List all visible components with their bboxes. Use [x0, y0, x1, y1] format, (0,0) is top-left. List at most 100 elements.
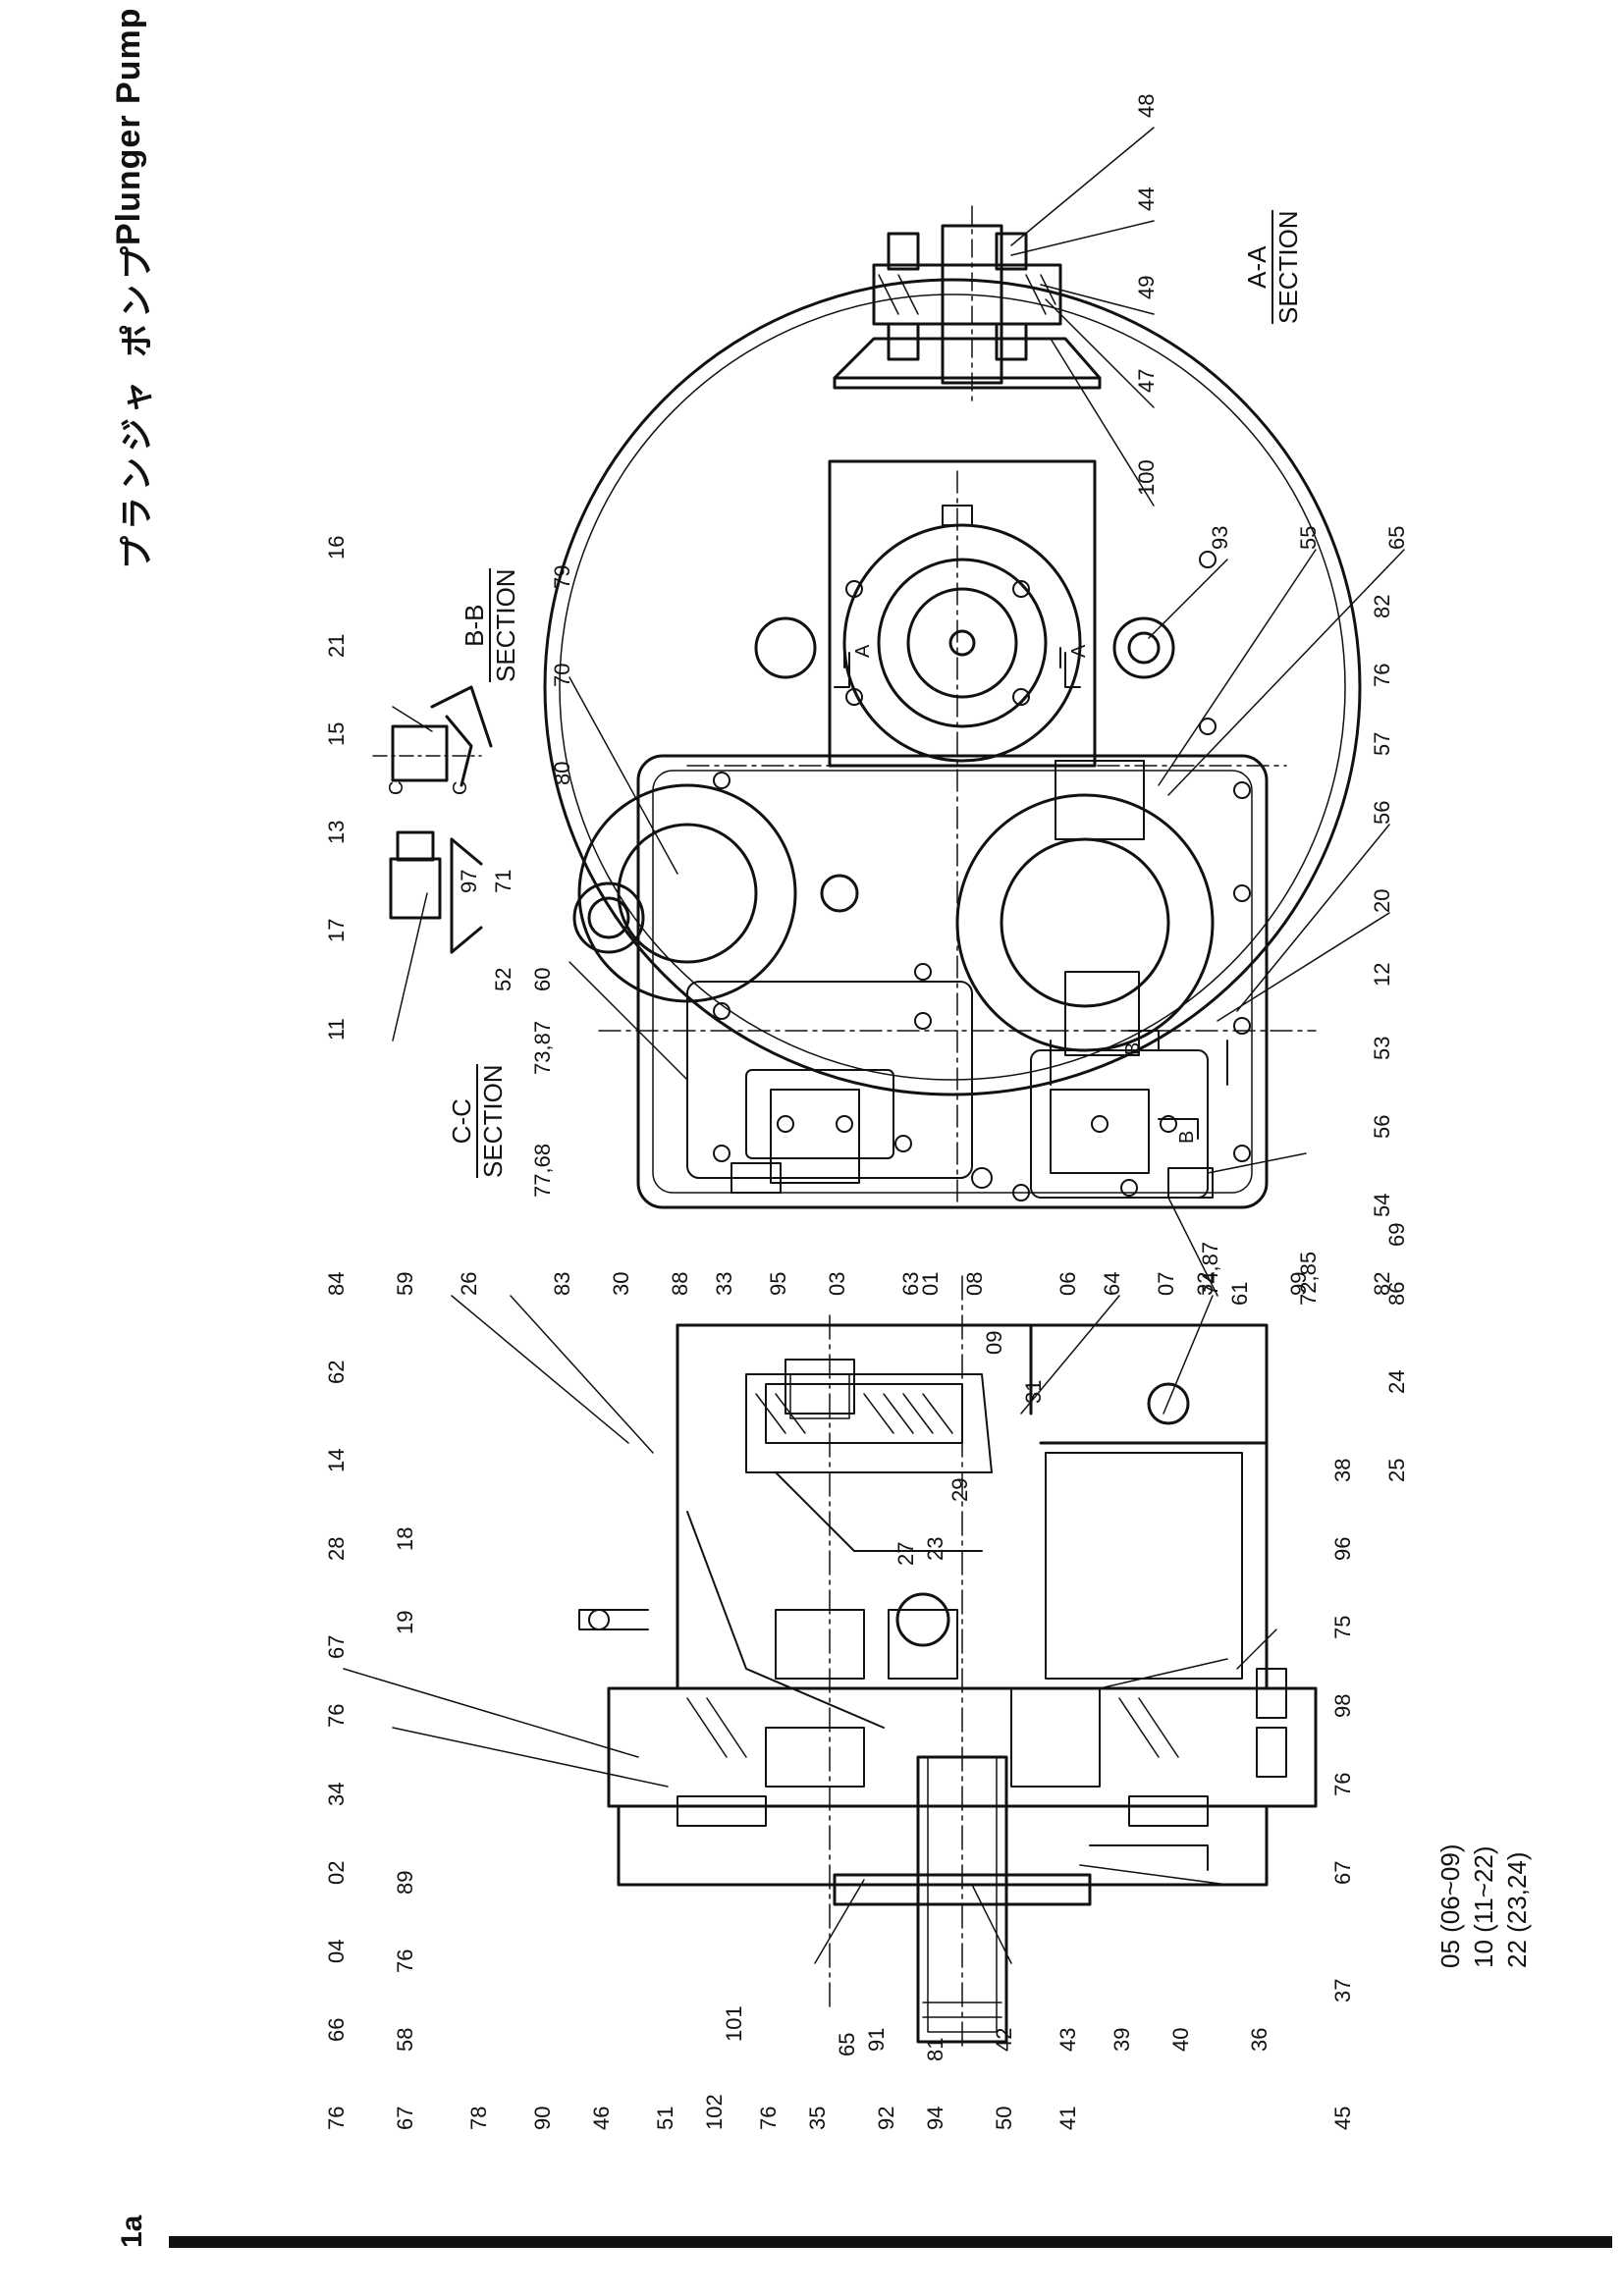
callout: 86	[1384, 1282, 1409, 1306]
callout: 60	[530, 968, 555, 991]
callout: 95	[766, 1272, 790, 1296]
callout: 75	[1330, 1616, 1355, 1639]
callout: 101	[722, 2005, 746, 2042]
callout: 06	[1055, 1272, 1080, 1296]
page-bottom-rule	[169, 2236, 1612, 2248]
callout: 56	[1370, 801, 1394, 825]
callout-labels: 48 44 49 47 100 11 17 13 15 21 16 84 59 …	[324, 94, 1409, 2130]
callout: 91	[864, 2028, 889, 2052]
callout: 82	[1370, 1272, 1394, 1296]
callout: 94	[923, 2107, 947, 2130]
callout: 27	[893, 1542, 918, 1566]
callout: 04	[324, 1940, 349, 1963]
callout: 93	[1208, 526, 1232, 550]
callout: 45	[1330, 2107, 1355, 2130]
main-section-view	[578, 1275, 1318, 2053]
callout: 51	[653, 2107, 677, 2130]
callout: 25	[1384, 1459, 1409, 1482]
callout: 17	[324, 919, 349, 942]
callout: 57	[1370, 732, 1394, 756]
callout: 20	[1370, 889, 1394, 913]
callout: 54	[1370, 1194, 1394, 1217]
callout: 98	[1330, 1694, 1355, 1718]
callout: 33	[712, 1272, 736, 1296]
callout: 67	[393, 2107, 417, 2130]
callout: 07	[1154, 1272, 1178, 1296]
callout: 58	[393, 2028, 417, 2052]
callout: 41	[1055, 2107, 1080, 2130]
callout: 03	[825, 1272, 849, 1296]
callout: 32	[1193, 1272, 1217, 1296]
callout: 55	[1296, 526, 1321, 550]
callout: 38	[1330, 1459, 1355, 1482]
callout: 48	[1134, 94, 1159, 118]
callout: 83	[550, 1272, 574, 1296]
callout: 88	[668, 1272, 692, 1296]
callout: 11	[324, 1018, 349, 1041]
callout: 08	[962, 1272, 987, 1296]
callout: 89	[393, 1871, 417, 1895]
callout: 77,68	[530, 1144, 555, 1198]
callout: 79	[550, 565, 574, 589]
callout: 81	[923, 2038, 947, 2061]
callout: 76	[1370, 664, 1394, 687]
callout: 40	[1168, 2028, 1193, 2052]
callout: 28	[324, 1537, 349, 1561]
callout: 09	[982, 1331, 1006, 1355]
callout: 47	[1134, 369, 1159, 393]
callout: 29	[947, 1478, 972, 1502]
callout: 84	[324, 1272, 349, 1296]
callout: 61	[1227, 1282, 1252, 1306]
callout: 43	[1055, 2028, 1080, 2052]
callout: 102	[702, 2094, 727, 2130]
callout: 44	[1134, 187, 1159, 211]
callout: 62	[324, 1361, 349, 1384]
callout: 42	[992, 2028, 1016, 2052]
callout: 100	[1134, 459, 1159, 496]
callout: 39	[1109, 2028, 1134, 2052]
callout: 70	[550, 664, 574, 687]
callout: 52	[491, 968, 515, 991]
end-view	[543, 278, 1362, 1209]
callout: 31	[1021, 1380, 1046, 1404]
callout: 34	[324, 1783, 349, 1806]
callout: 53	[1370, 1037, 1394, 1060]
section-letter: A	[852, 644, 874, 658]
callout: 67	[1330, 1861, 1355, 1885]
callout: 73,87	[530, 1021, 555, 1075]
callout: 74,87	[1198, 1242, 1222, 1296]
callout: 49	[1134, 276, 1159, 299]
callout: 78	[466, 2107, 491, 2130]
callout: 35	[805, 2107, 830, 2130]
callout: 76	[393, 1949, 417, 1973]
callout: 50	[992, 2107, 1016, 2130]
callout: 02	[324, 1861, 349, 1885]
callout: 15	[324, 722, 349, 746]
aa-section-view	[833, 205, 1102, 403]
callout: 80	[550, 762, 574, 785]
callout: 26	[457, 1272, 481, 1296]
callout: 23	[923, 1537, 947, 1561]
callout: 76	[756, 2107, 781, 2130]
callout: 82	[1370, 595, 1394, 618]
callout: 24	[1384, 1370, 1409, 1394]
callout: 14	[324, 1449, 349, 1472]
callout: 90	[530, 2107, 555, 2130]
callout: 46	[589, 2107, 614, 2130]
callout: 16	[324, 536, 349, 560]
callout: 13	[324, 821, 349, 844]
callout: 76	[1330, 1773, 1355, 1796]
section-letter: A	[1068, 644, 1090, 658]
section-letter: B	[1122, 1042, 1144, 1055]
callout: 65	[1384, 526, 1409, 550]
callout: 99	[1286, 1272, 1311, 1296]
cc-section-view	[372, 685, 493, 954]
callout: 56	[1370, 1115, 1394, 1139]
callout: 65	[835, 2033, 859, 2056]
callout: 36	[1247, 2028, 1271, 2052]
callout: 92	[874, 2107, 898, 2130]
section-letter: B	[1176, 1131, 1198, 1144]
callout: 97	[457, 870, 481, 893]
callout: 71	[491, 870, 515, 893]
callout: 21	[324, 634, 349, 658]
